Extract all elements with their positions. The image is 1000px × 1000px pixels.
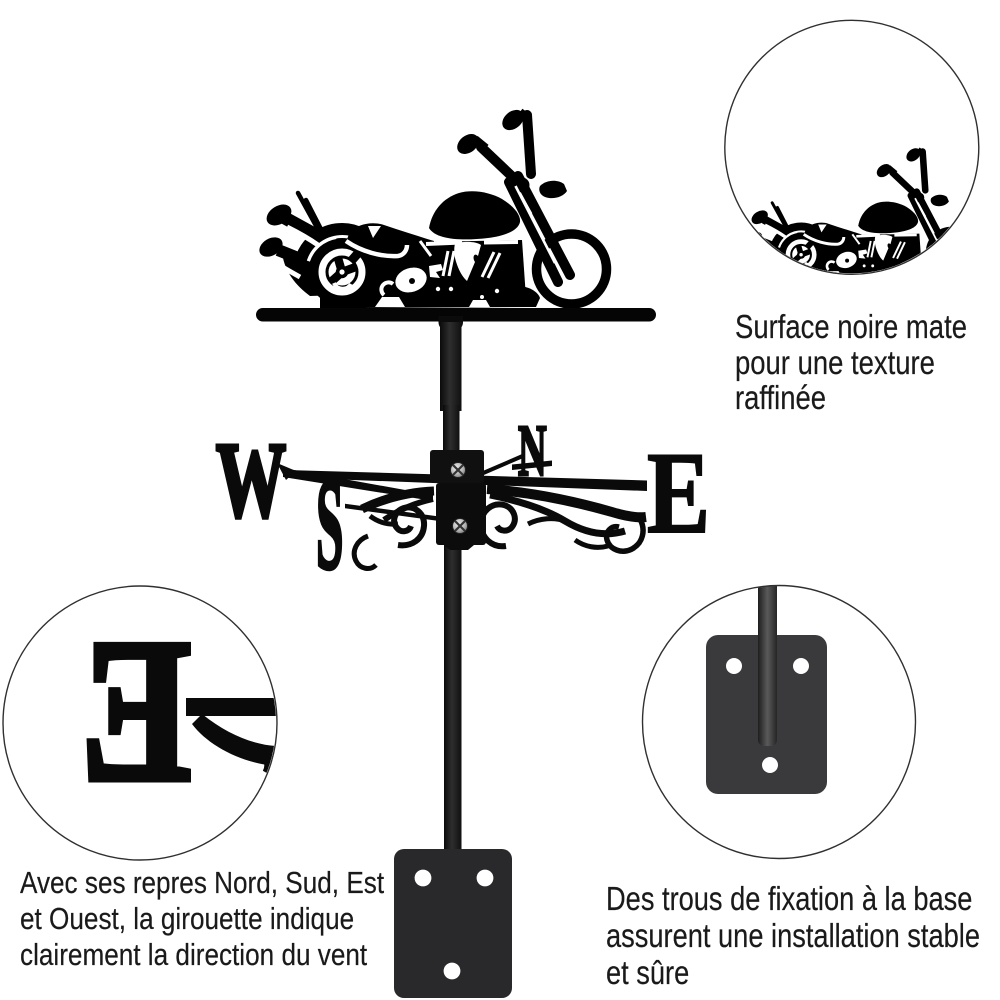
svg-text:E: E xyxy=(647,428,710,558)
svg-text:S: S xyxy=(316,453,343,597)
svg-text:E: E xyxy=(81,599,191,825)
svg-text:N: N xyxy=(518,410,547,491)
svg-text:W: W xyxy=(216,420,286,539)
